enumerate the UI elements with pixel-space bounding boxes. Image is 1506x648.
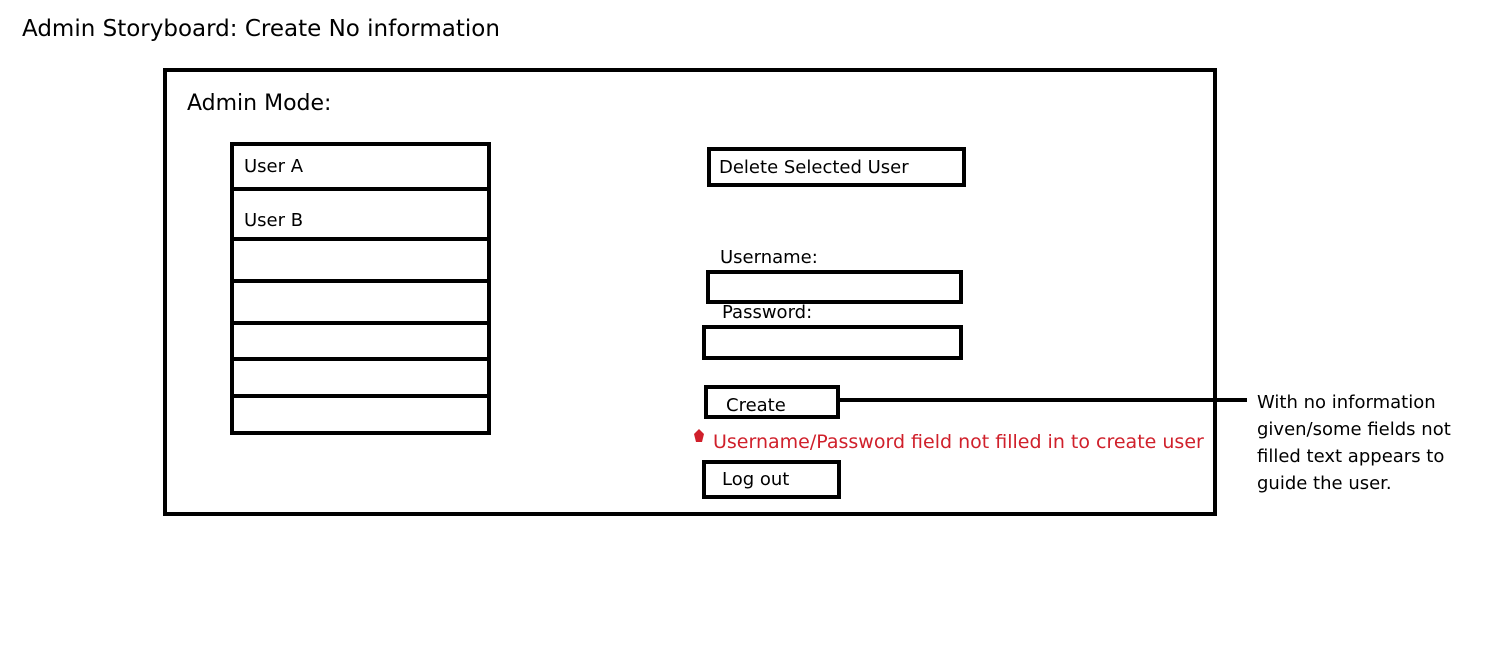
annotation-note: With no information given/some fields no…	[1257, 392, 1451, 494]
user-list-item-b[interactable]: User B	[244, 210, 304, 231]
user-list-item-empty[interactable]	[234, 398, 487, 431]
admin-mode-label: Admin Mode:	[187, 91, 332, 116]
page-title: Admin Storyboard: Create No information	[22, 16, 500, 42]
logout-button[interactable]: Log out	[702, 460, 841, 499]
create-button[interactable]: Create	[704, 385, 840, 419]
row-divider	[234, 187, 487, 191]
user-list-item-empty[interactable]	[234, 325, 487, 355]
user-list[interactable]: User A User B	[230, 142, 491, 435]
password-input[interactable]	[702, 325, 963, 360]
row-divider	[234, 357, 487, 361]
user-list-item-empty[interactable]	[234, 361, 487, 391]
callout-connector	[840, 398, 1247, 402]
admin-window	[163, 68, 1217, 516]
row-divider	[234, 237, 487, 241]
user-list-item-empty[interactable]	[234, 241, 487, 275]
delete-selected-user-button[interactable]: Delete Selected User	[707, 147, 966, 187]
username-input[interactable]	[706, 270, 963, 304]
row-divider	[234, 394, 487, 398]
user-list-item-empty[interactable]	[234, 283, 487, 321]
user-list-item-a[interactable]: User A	[244, 156, 304, 177]
error-marker-icon	[694, 429, 704, 442]
username-label: Username:	[720, 247, 818, 268]
row-divider	[234, 321, 487, 325]
password-label: Password:	[722, 302, 813, 323]
error-message: Username/Password field not filled in to…	[713, 431, 1204, 453]
row-divider	[234, 279, 487, 283]
